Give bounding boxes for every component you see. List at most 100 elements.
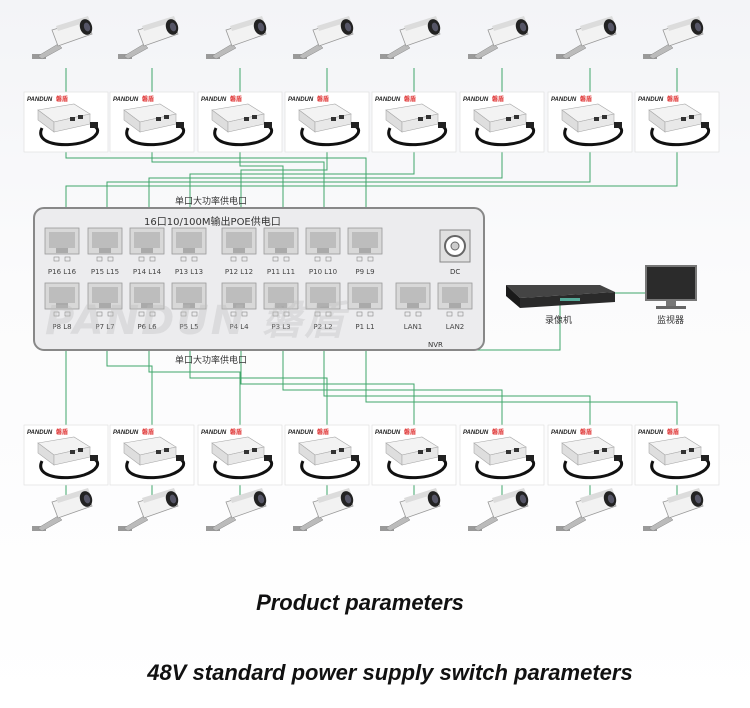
svg-text:PANDUN: PANDUN: [463, 430, 489, 436]
rj45-port: [263, 227, 299, 262]
port-label: P9 L9: [355, 268, 375, 276]
dc-jack-pin: [450, 241, 460, 251]
top-port-label: 单口大功率供电口: [175, 197, 248, 207]
svg-text:磐盾: 磐盾: [403, 428, 416, 436]
svg-text:磐盾: 磐盾: [141, 428, 154, 436]
svg-text:PANDUN: PANDUN: [201, 97, 227, 103]
camera-icon: [556, 16, 617, 60]
switch-parameters-title: 48V standard power supply switch paramet…: [147, 660, 633, 685]
svg-text:PANDUN: PANDUN: [113, 97, 139, 103]
svg-text:磐盾: 磐盾: [666, 95, 679, 103]
rj45-port: [171, 282, 207, 317]
svg-text:PANDUN: PANDUN: [551, 97, 577, 103]
camera-icon: [380, 16, 441, 60]
watermark: PANDUN 磐盾: [45, 298, 347, 344]
poe-top-link: [65, 150, 367, 210]
camera-icon: [206, 16, 267, 60]
poe-top-link: [65, 150, 678, 210]
svg-text:磐盾: 磐盾: [55, 95, 68, 103]
port-label: P10 L10: [308, 268, 338, 276]
poe-bottom-link: [148, 348, 241, 425]
svg-text:磐盾: 磐盾: [666, 428, 679, 436]
port-label: P12 L12: [224, 268, 254, 276]
camera-icon: [32, 16, 93, 60]
rj45-port: [171, 227, 207, 262]
dc-label: DC: [450, 268, 461, 276]
svg-text:PANDUN: PANDUN: [638, 97, 664, 103]
svg-text:PANDUN: PANDUN: [288, 430, 314, 436]
svg-text:PANDUN: PANDUN: [288, 97, 314, 103]
rj45-port: [305, 282, 341, 317]
port-label: P1 L1: [355, 323, 375, 331]
port-label: P2 L2: [313, 323, 333, 331]
nvr-top: [506, 285, 615, 298]
svg-text:磐盾: 磐盾: [491, 428, 504, 436]
nvr-led: [560, 298, 580, 301]
svg-text:磐盾: 磐盾: [55, 428, 68, 436]
rj45-port: [263, 282, 299, 317]
svg-text:磐盾: 磐盾: [491, 95, 504, 103]
monitor-label: 监视器: [657, 316, 685, 326]
port-label: P8 L8: [52, 323, 72, 331]
port-label: P6 L6: [137, 323, 157, 331]
poe-switch: [33, 207, 485, 351]
product-parameters-title: Product parameters: [256, 590, 464, 615]
rj45-port: [44, 282, 80, 317]
svg-text:磐盾: 磐盾: [403, 95, 416, 103]
camera-icon: [643, 16, 704, 60]
svg-text:磐盾: 磐盾: [579, 95, 592, 103]
port-label: P16 L16: [47, 268, 77, 276]
rj45-port: [347, 282, 383, 317]
camera-icon: [643, 488, 704, 532]
svg-text:PANDUN: PANDUN: [551, 430, 577, 436]
svg-text:PANDUN: PANDUN: [201, 430, 227, 436]
lan-port-label: LAN1: [403, 323, 423, 331]
bottom-port-label: 单口大功率供电口: [175, 356, 248, 366]
port-label: P4 L4: [229, 323, 249, 331]
port-label: P5 L5: [179, 323, 199, 331]
svg-text:PANDUN: PANDUN: [27, 430, 53, 436]
svg-text:PANDUN: PANDUN: [463, 97, 489, 103]
camera-icon: [118, 16, 179, 60]
rj45-port: [44, 227, 80, 262]
nvr-side: [506, 285, 520, 308]
rj45-port: [347, 227, 383, 262]
svg-text:磐盾: 磐盾: [316, 428, 329, 436]
rj45-port: [437, 282, 473, 317]
svg-text:PANDUN: PANDUN: [113, 430, 139, 436]
poe-bottom-link: [240, 348, 415, 425]
top-camera-row: [32, 16, 704, 60]
rj45-port: [305, 227, 341, 262]
monitor-base: [656, 306, 686, 309]
svg-text:磐盾: 磐盾: [141, 95, 154, 103]
rj45-port: [87, 282, 123, 317]
recorder-label: 录像机: [545, 316, 573, 326]
poe-bottom-link: [106, 348, 153, 425]
port-label: P14 L14: [132, 268, 162, 276]
camera-icon: [206, 488, 267, 532]
poe-top-link: [148, 150, 503, 210]
rj45-port: [395, 282, 431, 317]
monitor-screen: [645, 265, 697, 301]
rj45-port: [87, 227, 123, 262]
port-label: P11 L11: [266, 268, 296, 276]
camera-icon: [293, 488, 354, 532]
panel-title: 16口10/100M输出POE供电口: [144, 217, 281, 228]
port-label: P13 L13: [174, 268, 204, 276]
nvr-label: NVR: [428, 341, 443, 349]
svg-text:PANDUN: PANDUN: [27, 97, 53, 103]
svg-text:磐盾: 磐盾: [229, 428, 242, 436]
